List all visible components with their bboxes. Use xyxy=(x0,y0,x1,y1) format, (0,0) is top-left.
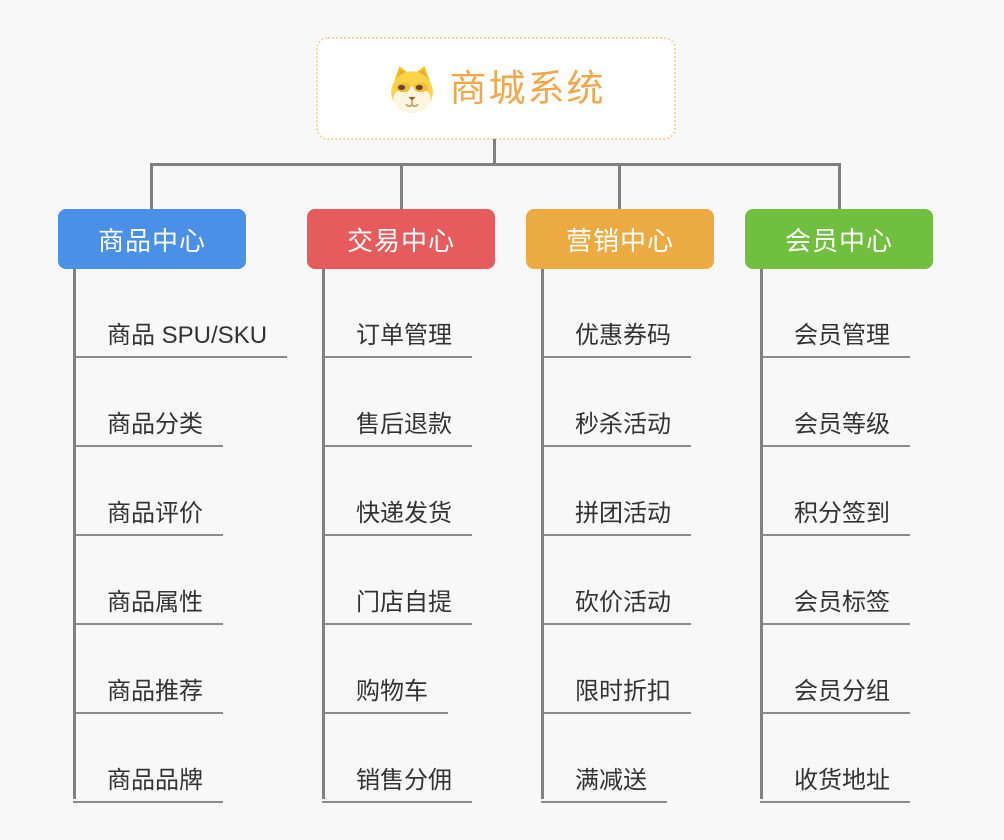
leaf-topic-label: 收货地址 xyxy=(760,767,910,803)
root-title: 商城系统 xyxy=(449,68,606,109)
branch-trunk-line xyxy=(322,269,325,799)
leaf-topic[interactable]: 商品评价 xyxy=(73,447,246,536)
connector-drop-line xyxy=(400,164,403,210)
leaf-topic-label: 商品推荐 xyxy=(73,678,223,714)
branch-topic[interactable]: 商品中心 xyxy=(58,209,246,269)
leaf-topic-label: 会员等级 xyxy=(760,411,910,447)
leaf-topic-label: 商品分类 xyxy=(73,411,223,447)
leaf-topic[interactable]: 积分签到 xyxy=(760,447,933,536)
leaf-topic-label: 会员标签 xyxy=(760,589,910,625)
root-connector-line xyxy=(493,139,496,164)
branch-children: 优惠券码秒杀活动拼团活动砍价活动限时折扣满减送 xyxy=(541,269,714,803)
branch-trunk-line xyxy=(760,269,763,799)
branch-topic[interactable]: 交易中心 xyxy=(307,209,495,269)
leaf-topic-label: 秒杀活动 xyxy=(541,411,691,447)
branch-trunk-line xyxy=(541,269,544,799)
leaf-topic-label: 购物车 xyxy=(322,678,448,714)
leaf-topic-label: 订单管理 xyxy=(322,322,472,358)
leaf-topic[interactable]: 商品分类 xyxy=(73,358,246,447)
leaf-topic-label: 商品属性 xyxy=(73,589,223,625)
leaf-topic[interactable]: 会员分组 xyxy=(760,625,933,714)
leaf-topic[interactable]: 售后退款 xyxy=(322,358,495,447)
leaf-topic-label: 满减送 xyxy=(541,767,667,803)
leaf-topic-label: 砍价活动 xyxy=(541,589,691,625)
leaf-topic[interactable]: 销售分佣 xyxy=(322,714,495,803)
leaf-topic[interactable]: 会员标签 xyxy=(760,536,933,625)
leaf-topic[interactable]: 门店自提 xyxy=(322,536,495,625)
leaf-topic-label: 商品 SPU/SKU xyxy=(73,322,288,358)
branch-member-center: 会员中心 会员管理会员等级积分签到会员标签会员分组收货地址 xyxy=(745,209,933,803)
branch-topic[interactable]: 会员中心 xyxy=(745,209,933,269)
branch-distribution-line xyxy=(150,163,841,166)
branch-children: 订单管理售后退款快递发货门店自提购物车销售分佣 xyxy=(322,269,495,803)
leaf-topic[interactable]: 商品属性 xyxy=(73,536,246,625)
dog-face-icon xyxy=(390,65,433,113)
leaf-topic[interactable]: 拼团活动 xyxy=(541,447,714,536)
leaf-topic[interactable]: 砍价活动 xyxy=(541,536,714,625)
leaf-topic-label: 商品品牌 xyxy=(73,767,223,803)
branch-topic[interactable]: 营销中心 xyxy=(526,209,714,269)
leaf-topic-label: 销售分佣 xyxy=(322,767,472,803)
leaf-topic[interactable]: 满减送 xyxy=(541,714,714,803)
leaf-topic-label: 快递发货 xyxy=(322,500,472,536)
leaf-topic[interactable]: 限时折扣 xyxy=(541,625,714,714)
connector-drop-line xyxy=(618,164,621,210)
leaf-topic[interactable]: 会员管理 xyxy=(760,269,933,358)
leaf-topic-label: 会员管理 xyxy=(760,322,910,358)
leaf-topic[interactable]: 收货地址 xyxy=(760,714,933,803)
leaf-topic[interactable]: 商品推荐 xyxy=(73,625,246,714)
leaf-topic[interactable]: 商品 SPU/SKU xyxy=(73,269,288,358)
leaf-topic-label: 门店自提 xyxy=(322,589,472,625)
leaf-topic[interactable]: 商品品牌 xyxy=(73,714,246,803)
leaf-topic[interactable]: 会员等级 xyxy=(760,358,933,447)
leaf-topic-label: 优惠券码 xyxy=(541,322,691,358)
branch-children: 商品 SPU/SKU 商品分类商品评价商品属性商品推荐商品品牌 xyxy=(73,269,288,803)
connector-drop-line xyxy=(838,164,841,210)
leaf-topic[interactable]: 优惠券码 xyxy=(541,269,714,358)
leaf-topic-label: 商品评价 xyxy=(73,500,223,536)
branch-children: 会员管理会员等级积分签到会员标签会员分组收货地址 xyxy=(760,269,933,803)
connector-drop-line xyxy=(150,164,153,210)
leaf-topic-label: 拼团活动 xyxy=(541,500,691,536)
root-topic[interactable]: 商城系统 xyxy=(316,37,676,140)
leaf-topic[interactable]: 快递发货 xyxy=(322,447,495,536)
branch-trade-center: 交易中心 订单管理售后退款快递发货门店自提购物车销售分佣 xyxy=(307,209,495,803)
leaf-topic-label: 会员分组 xyxy=(760,678,910,714)
branch-trunk-line xyxy=(73,269,76,799)
leaf-topic-label: 积分签到 xyxy=(760,500,910,536)
leaf-topic[interactable]: 购物车 xyxy=(322,625,495,714)
leaf-topic[interactable]: 订单管理 xyxy=(322,269,495,358)
leaf-topic-label: 限时折扣 xyxy=(541,678,691,714)
leaf-topic-label: 售后退款 xyxy=(322,411,472,447)
leaf-topic[interactable]: 秒杀活动 xyxy=(541,358,714,447)
branch-product-center: 商品中心 商品 SPU/SKU 商品分类商品评价商品属性商品推荐商品品牌 xyxy=(58,209,288,803)
branch-marketing-center: 营销中心 优惠券码秒杀活动拼团活动砍价活动限时折扣满减送 xyxy=(526,209,714,803)
